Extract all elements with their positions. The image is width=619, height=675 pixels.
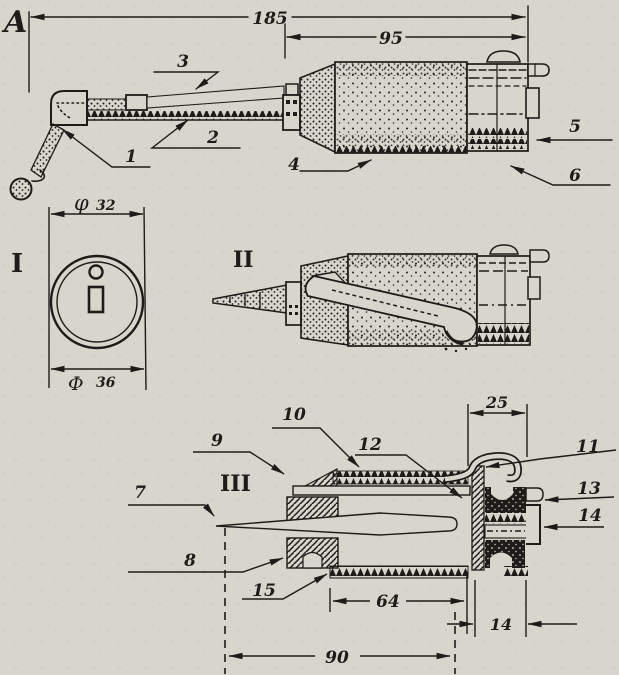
end-wall [471, 465, 485, 571]
side-nipple [527, 63, 550, 77]
folded-collar [285, 281, 302, 326]
dimension-90: 90 [224, 528, 456, 674]
phi-small-value: 32 [96, 198, 116, 214]
handle-tube-section [215, 468, 471, 579]
view-section: III 25 [128, 393, 617, 674]
lanyard-strap [30, 123, 65, 178]
callout-9: 9 [211, 431, 223, 451]
callout-4: 4 [288, 155, 300, 175]
pull-ball [9, 177, 33, 201]
callout-3: 3 [177, 52, 189, 72]
callout-13: 13 [577, 479, 601, 499]
callout-7: 7 [134, 483, 146, 503]
view-deployed: 185 95 A [1, 5, 613, 201]
dim-25-label: 25 [485, 393, 508, 412]
callouts-top-view [61, 71, 613, 186]
view-label-iii: III [220, 471, 251, 497]
callout-5: 5 [569, 117, 581, 137]
end-mechanism-section [436, 451, 544, 576]
view-a-letter: A [1, 5, 27, 40]
tube-bottom-wall [329, 565, 469, 579]
callout-10: 10 [282, 405, 306, 425]
dimension-25: 25 [467, 393, 528, 466]
callout-15: 15 [252, 581, 276, 601]
coupling-block [282, 83, 301, 131]
dim-90-label: 90 [325, 648, 349, 668]
phi-small-symbol: φ [74, 191, 89, 215]
body-cap [466, 50, 550, 152]
tube-top-wall [292, 485, 471, 496]
callout-8: 8 [183, 551, 196, 571]
lanyard-cord [31, 169, 46, 182]
dim-14-label: 14 [490, 615, 512, 634]
leaf-spring [444, 453, 521, 482]
callout-1: 1 [125, 147, 137, 167]
folded-body-cap [476, 244, 550, 346]
detonator-nipple [525, 487, 544, 502]
key-slot [87, 285, 105, 314]
callout-12: 12 [358, 435, 382, 455]
folded-handle [304, 271, 478, 353]
striker-rod [215, 512, 458, 536]
callout-2: 2 [206, 128, 219, 148]
dim-64-label: 64 [376, 592, 400, 612]
dimension-14: 14 [447, 580, 577, 637]
side-tab [525, 87, 540, 119]
dimension-phi32: φ 32 [50, 191, 144, 218]
view-end: I φ 32 Φ 36 [11, 191, 147, 395]
dim-185-label: 185 [252, 9, 288, 29]
view-label-i: I [11, 249, 23, 279]
dimension-95: 95 [284, 23, 526, 59]
dimension-phi36: Φ 36 [50, 365, 145, 395]
callout-6: 6 [569, 166, 581, 186]
view-label-ii: II [233, 247, 254, 273]
handle-elbow-shadow [444, 330, 464, 346]
callouts-section-view [128, 427, 617, 600]
view-folded: II [212, 244, 550, 353]
phi-big-symbol: Φ [68, 373, 84, 395]
dimension-185: 185 [28, 5, 529, 93]
filler-plug-bump [486, 50, 521, 63]
handle-lever [9, 90, 88, 201]
end-cap-circle [49, 254, 145, 350]
dim-95-label: 95 [379, 29, 403, 49]
phi-big-value: 36 [96, 375, 116, 391]
end-tab [526, 504, 541, 545]
rod-collar [125, 94, 148, 111]
grenade-body [299, 50, 550, 154]
callout-11: 11 [576, 437, 600, 457]
serrated-ramrod [87, 111, 284, 120]
callout-14: 14 [578, 506, 602, 526]
vent-hole [88, 264, 104, 280]
